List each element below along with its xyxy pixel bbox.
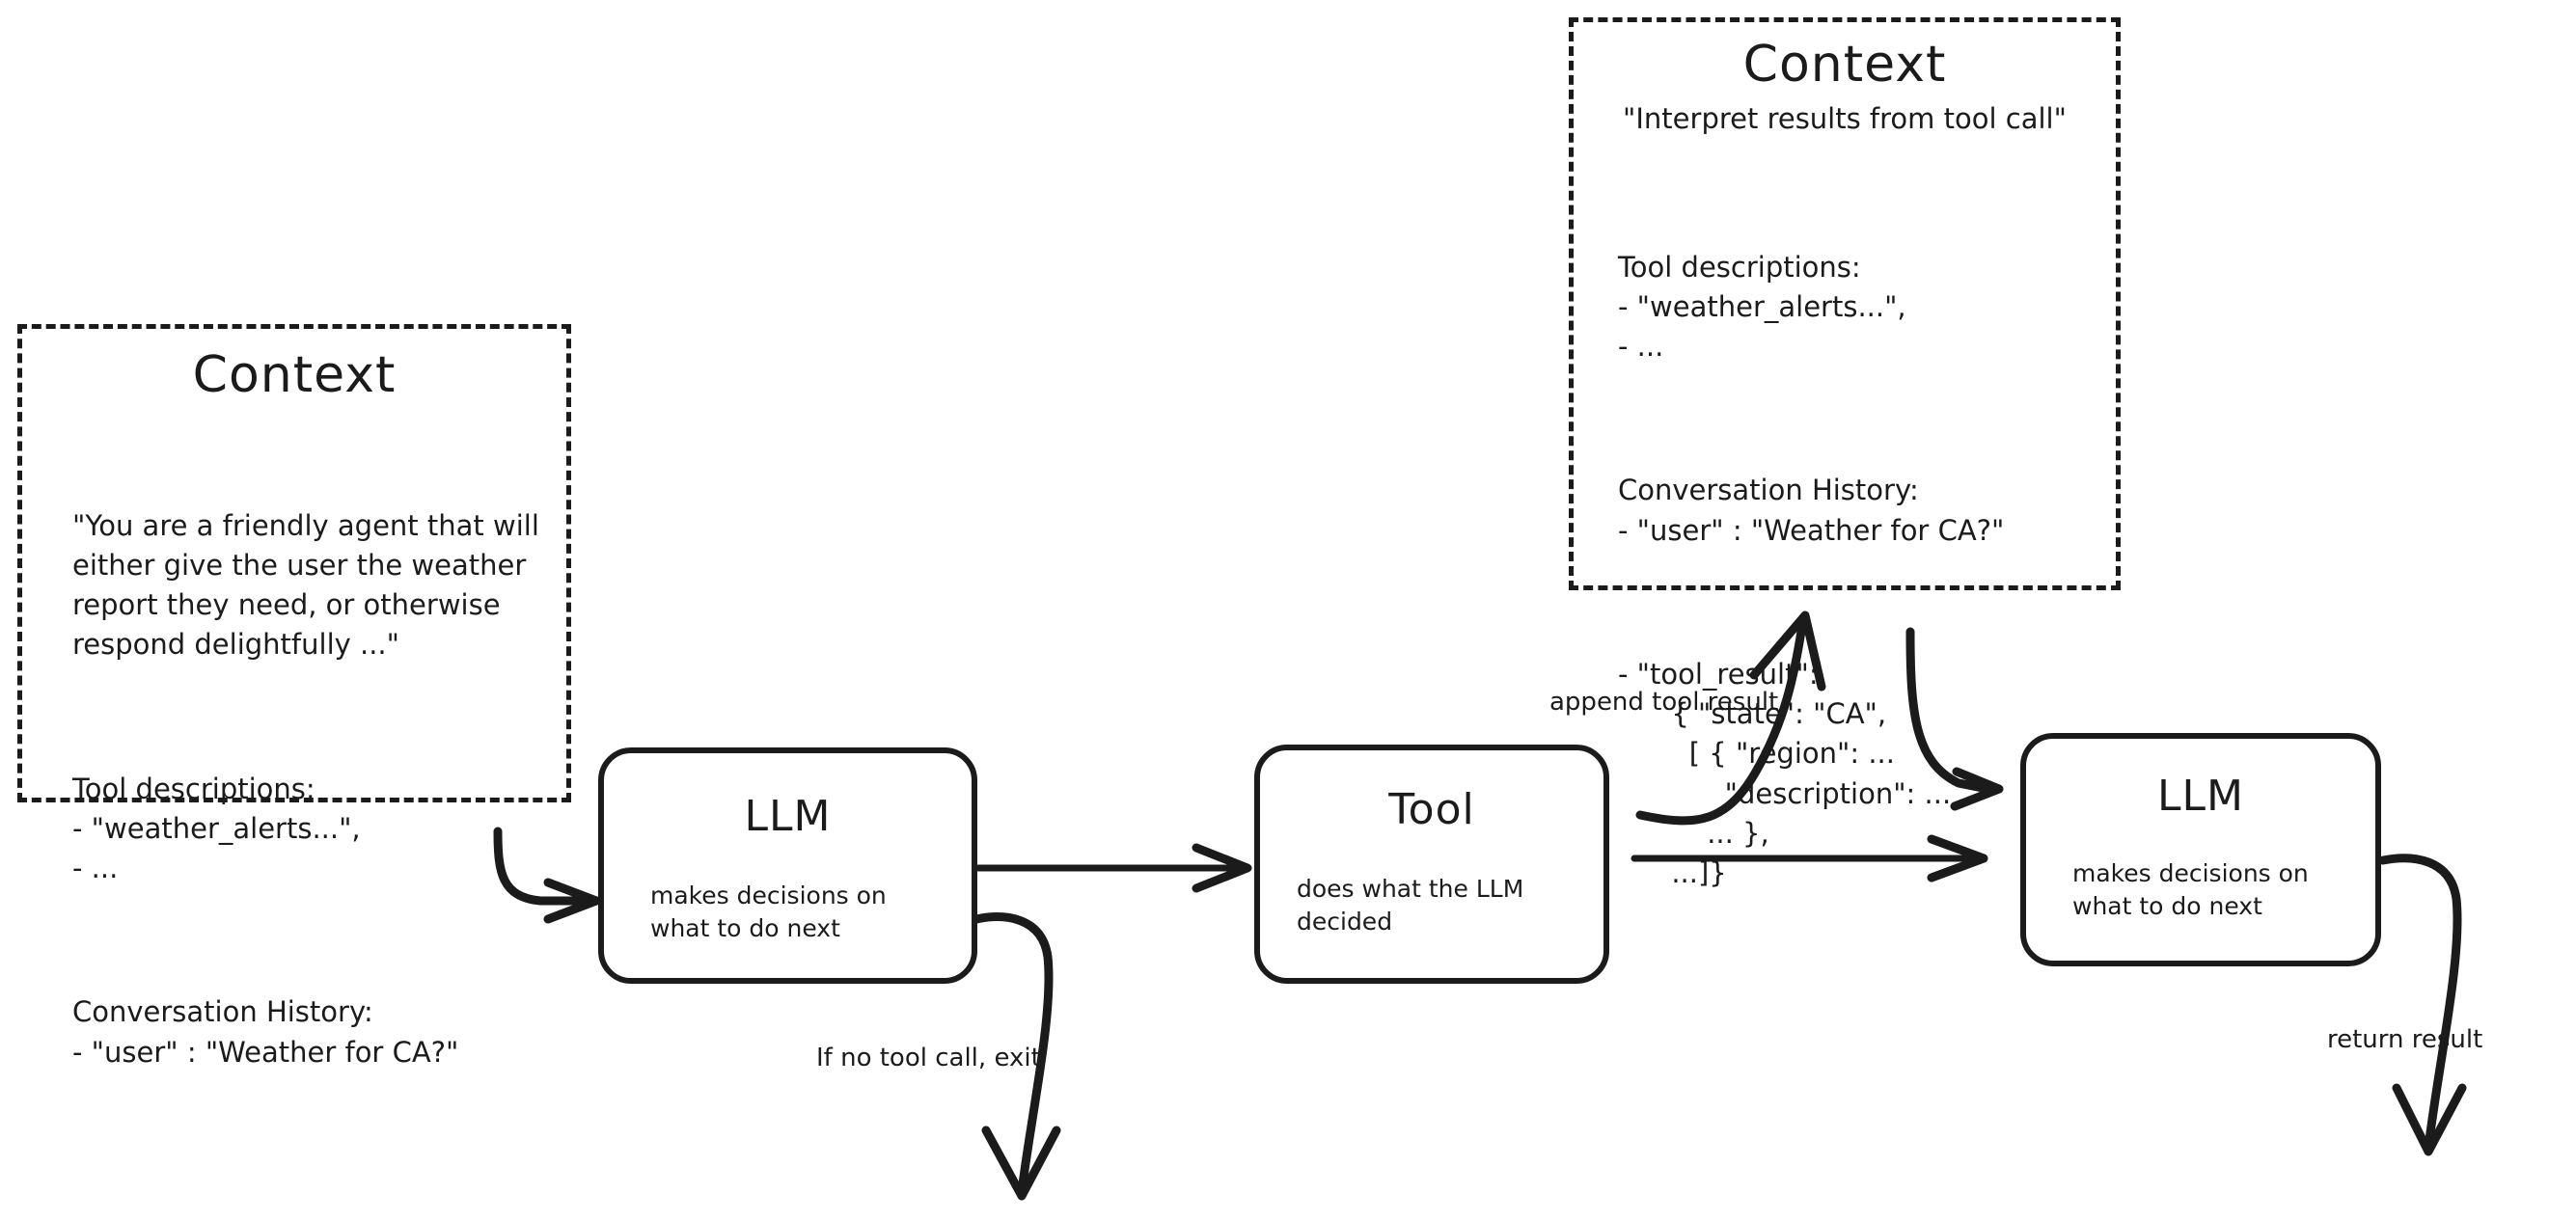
edge-llm-to-tool-head: [1192, 843, 1252, 893]
edge-llm2-return: [2378, 854, 2462, 1145]
context-left-body: "You are a friendly agent that will eith…: [49, 426, 539, 1152]
node-llm-first-title: LLM: [744, 792, 832, 841]
edge-llm2-return-head: [2392, 1083, 2467, 1156]
context-right-conversation-history: Conversation History: - "user" : "Weathe…: [1618, 474, 2005, 547]
edge-llm-exit-head: [981, 1126, 1061, 1201]
edge-context-to-llm-head: [543, 878, 601, 924]
node-tool-title: Tool: [1388, 785, 1475, 834]
context-right-tool-descriptions: Tool descriptions: - "weather_alerts..."…: [1618, 250, 1906, 363]
context-left-conversation-history: Conversation History: - "user" : "Weathe…: [72, 995, 459, 1069]
context-box-right: Context "Interpret results from tool cal…: [1569, 17, 2121, 889]
context-right-body: Tool descriptions: - "weather_alerts..."…: [1597, 168, 2093, 972]
edge-label-if-no-tool-call-exit: If no tool call, exit: [816, 1044, 1041, 1072]
context-left-system-prompt: "You are a friendly agent that will eith…: [72, 508, 539, 662]
node-tool[interactable]: Tool does what the LLM decided: [1254, 745, 1609, 984]
context-left-title: Context: [192, 346, 397, 404]
node-llm-first[interactable]: LLM makes decisions on what to do next: [598, 747, 977, 984]
node-tool-subtitle: does what the LLM decided: [1297, 875, 1524, 936]
context-right-title: Context: [1742, 36, 1947, 94]
context-right-system-prompt: "Interpret results from tool call": [1623, 102, 2067, 136]
node-llm-second-subtitle: makes decisions on what to do next: [2072, 859, 2309, 920]
edge-label-append-tool-result: append tool result: [1549, 688, 1779, 717]
node-llm-first-subtitle: makes decisions on what to do next: [650, 882, 887, 942]
node-llm-second-title: LLM: [2157, 772, 2244, 821]
node-llm-second[interactable]: LLM makes decisions on what to do next: [2020, 733, 2381, 966]
context-left-tool-descriptions: Tool descriptions: - "weather_alerts..."…: [72, 772, 361, 884]
context-box-left: Context "You are a friendly agent that w…: [17, 324, 571, 1069]
edge-label-return-result: return result: [2327, 1025, 2483, 1054]
context-right-tool-result: - "tool_result": { "state": "CA", [ { "r…: [1618, 658, 1952, 889]
